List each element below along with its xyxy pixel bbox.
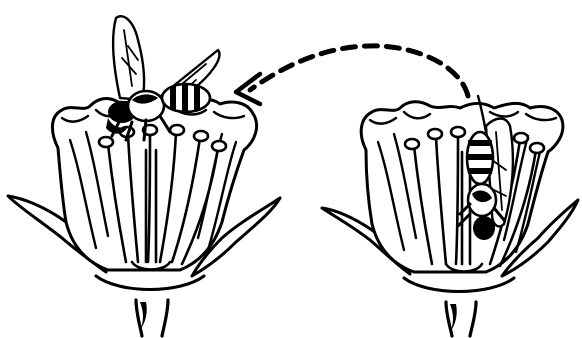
left-flower-stem bbox=[136, 300, 168, 336]
right-flower-receptacle bbox=[404, 278, 514, 292]
right-flower bbox=[322, 102, 578, 336]
arrow-dashed-path bbox=[250, 46, 468, 96]
bee-right-abdomen-stripes bbox=[467, 140, 493, 174]
pollen-transfer-arrow bbox=[236, 46, 468, 104]
bee-left-abdomen-stripes bbox=[170, 84, 200, 112]
left-flower-receptacle bbox=[96, 276, 204, 290]
bee-right-head bbox=[473, 216, 495, 240]
right-flower-stem bbox=[446, 302, 476, 336]
